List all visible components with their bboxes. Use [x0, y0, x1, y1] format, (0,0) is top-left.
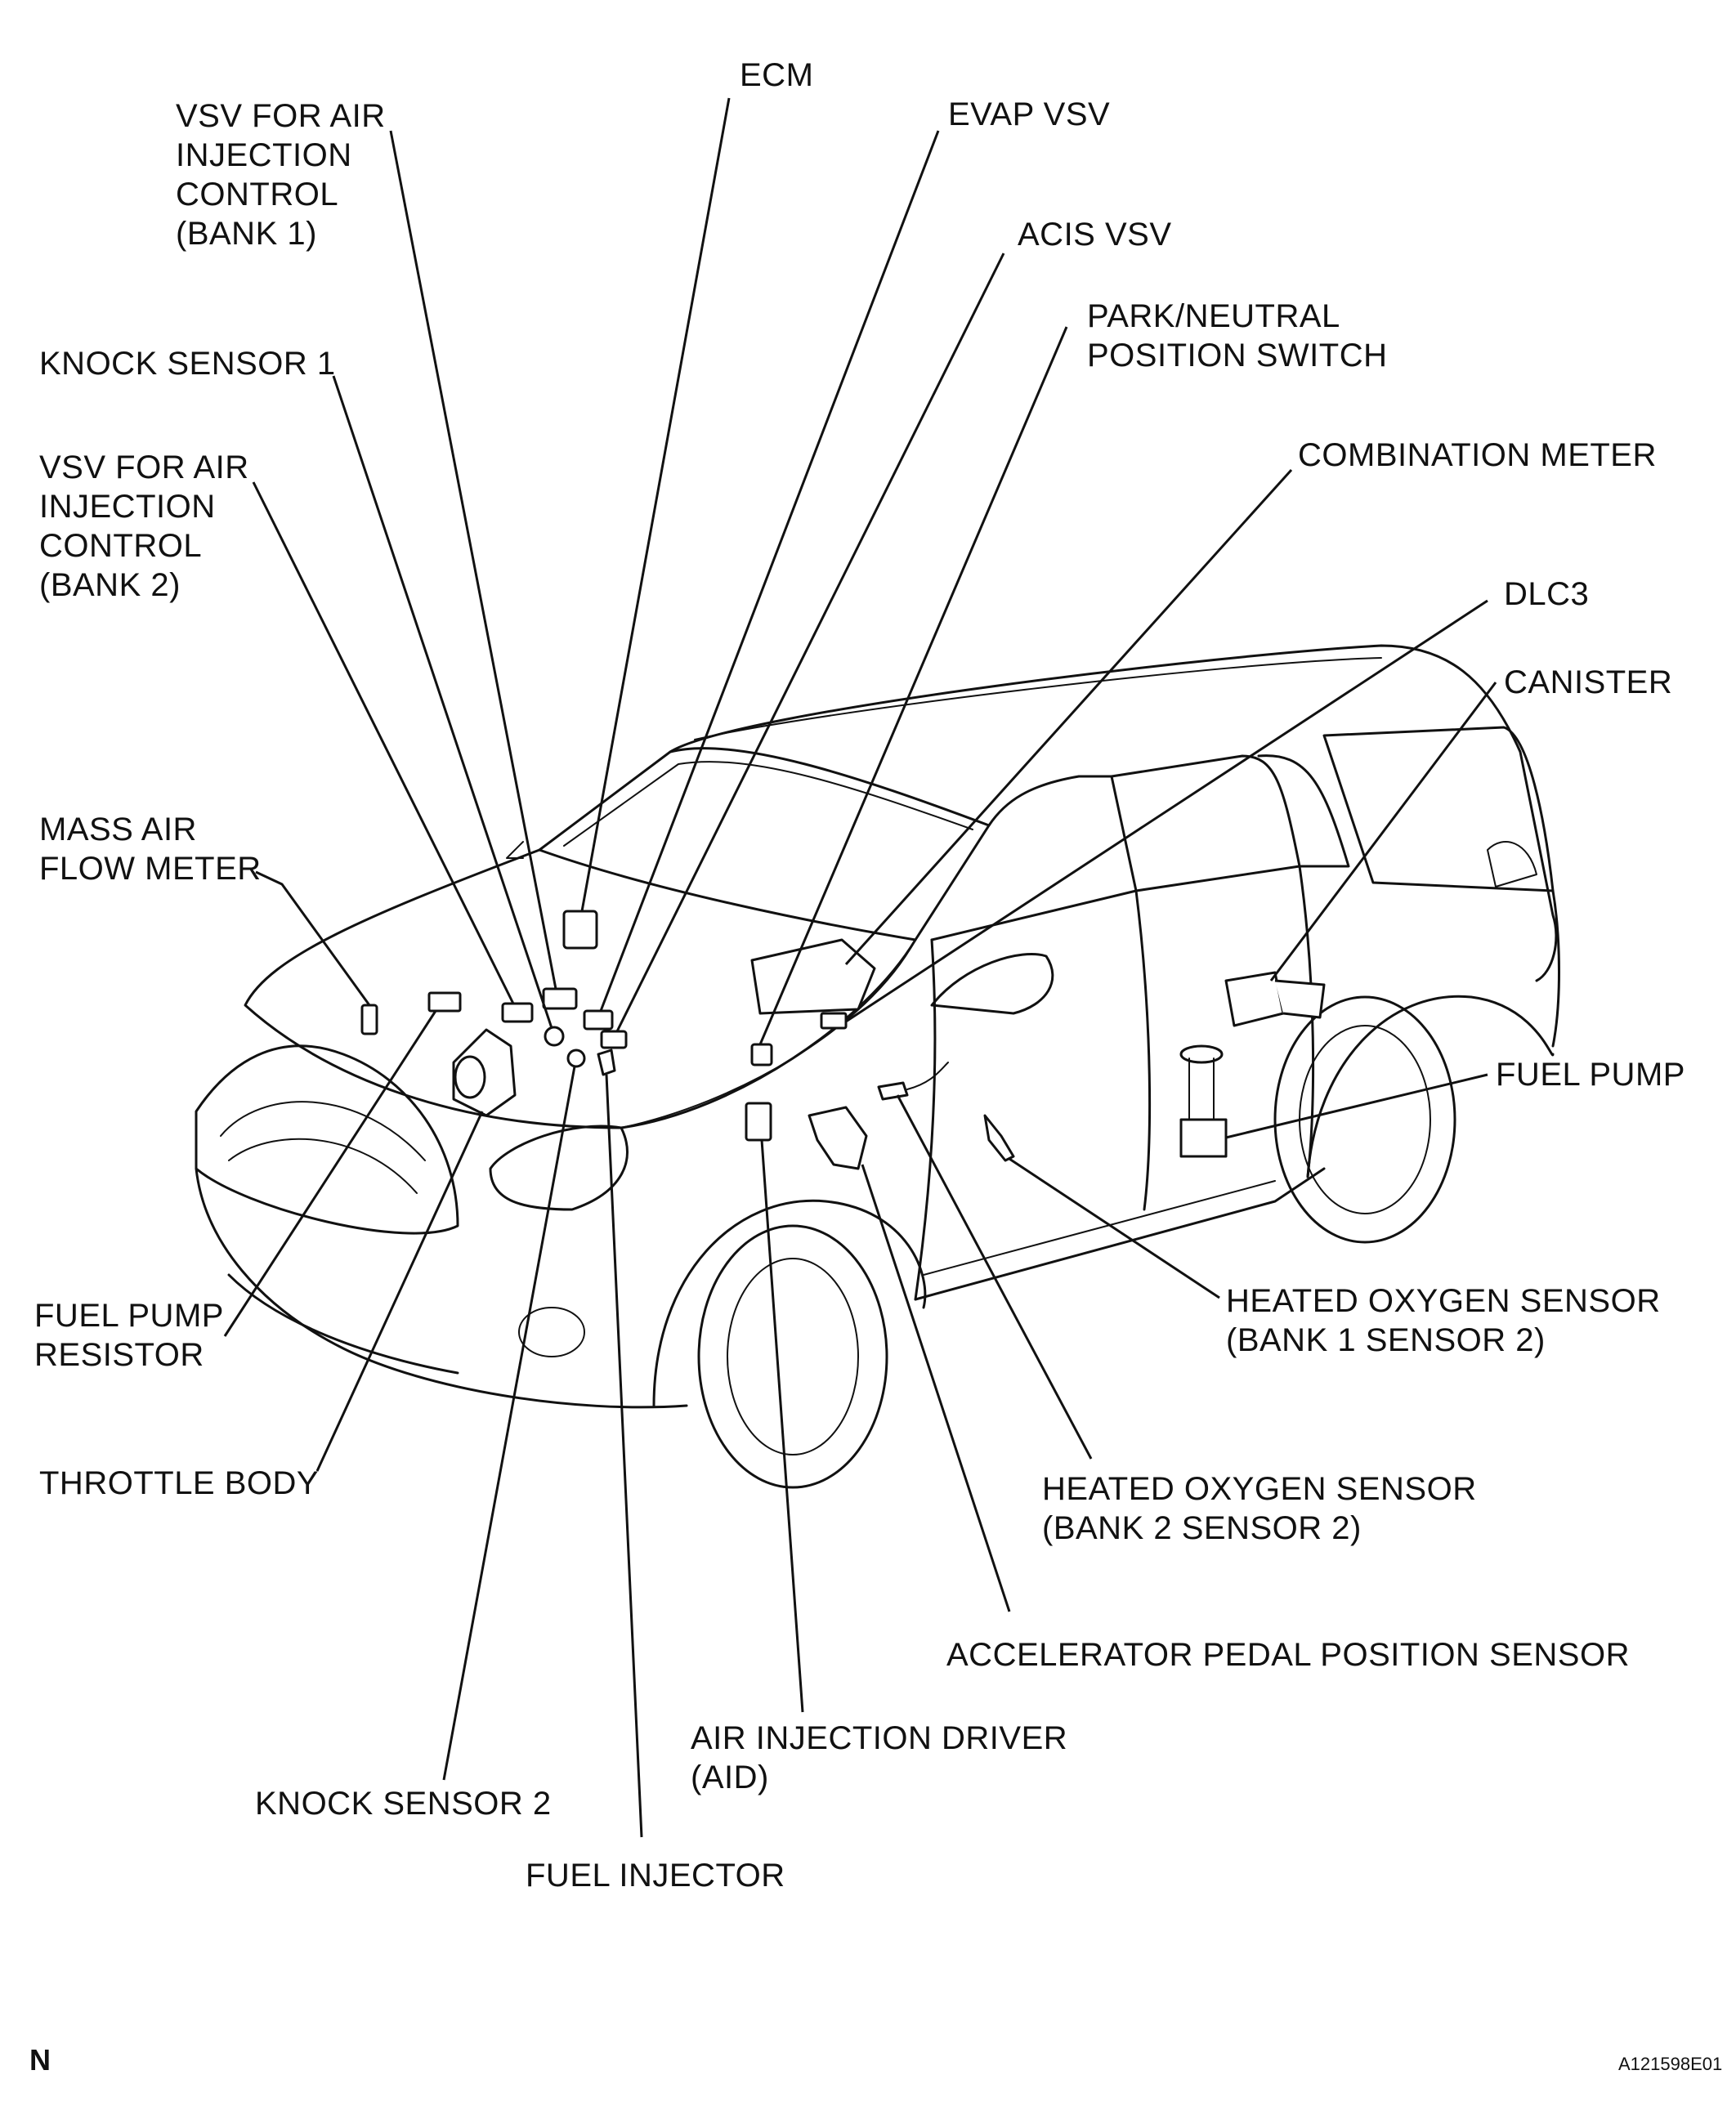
pnp-switch-component — [750, 1043, 773, 1066]
leader-pnp-switch — [758, 326, 1068, 1045]
aid-component — [745, 1102, 772, 1142]
fuel-pump-component — [1179, 1118, 1228, 1158]
label-air-injection-driver: AIR INJECTION DRIVER (AID) — [691, 1720, 1077, 1795]
figure-id: A121598E01 — [1618, 2054, 1722, 2074]
label-park-neutral-switch: PARK/NEUTRAL POSITION SWITCH — [1087, 298, 1388, 373]
label-evap-vsv: EVAP VSV — [948, 96, 1110, 132]
leader-evap-vsv — [599, 130, 940, 1012]
leader-aid — [760, 1139, 804, 1713]
leader-lines — [223, 97, 1497, 1838]
label-heated-o2-b2s2: HEATED OXYGEN SENSOR (BANK 2 SENSOR 2) — [1042, 1471, 1486, 1546]
leader-fuel-injector — [605, 1074, 643, 1838]
label-dlc3: DLC3 — [1504, 576, 1589, 612]
label-heated-o2-b1s2: HEATED OXYGEN SENSOR (BANK 1 SENSOR 2) — [1226, 1283, 1670, 1358]
leader-vsv-bank2 — [252, 481, 515, 1004]
label-vsv-air-injection-bank1: VSV FOR AIR INJECTION CONTROL (BANK 1) — [176, 98, 395, 252]
leader-accelerator-pedal — [861, 1164, 1011, 1612]
component-labels: ECM VSV FOR AIR INJECTION CONTROL (BANK … — [34, 57, 1685, 1894]
o2-b2s2-component — [877, 1081, 909, 1101]
label-acis-vsv: ACIS VSV — [1018, 217, 1172, 253]
o2-b1s2-component — [983, 1114, 1015, 1162]
dlc3-component — [820, 1012, 848, 1030]
evap-vsv-component — [583, 1009, 614, 1031]
label-knock-sensor-1: KNOCK SENSOR 1 — [39, 346, 336, 382]
fuel-pump-resistor-component — [427, 991, 462, 1013]
label-mass-air-flow-meter: MASS AIR FLOW METER — [39, 812, 262, 887]
vehicle-components — [360, 910, 1326, 1170]
leader-fuel-pump — [1225, 1073, 1488, 1139]
label-ecm: ECM — [740, 57, 813, 93]
leader-dlc3 — [845, 599, 1488, 1023]
leader-ecm — [580, 97, 731, 912]
label-knock-sensor-2: KNOCK SENSOR 2 — [255, 1786, 552, 1822]
ecm-component — [562, 910, 598, 950]
canister-component — [1224, 971, 1285, 1027]
leader-o2-b1s2 — [1009, 1157, 1220, 1299]
leader-acis-vsv — [615, 253, 1005, 1032]
leader-throttle-body — [315, 1111, 484, 1472]
leader-o2-b2s2 — [896, 1094, 1093, 1460]
label-canister: CANISTER — [1504, 664, 1672, 700]
leader-maf — [255, 870, 371, 1006]
maf-component — [360, 1004, 378, 1035]
label-combination-meter: COMBINATION METER — [1298, 437, 1657, 473]
label-fuel-injector: FUEL INJECTOR — [526, 1858, 785, 1894]
leader-canister — [1269, 682, 1497, 981]
leader-vsv-bank1 — [389, 130, 557, 990]
accelerator-pedal-component — [808, 1106, 868, 1170]
fuel-injector-component — [597, 1049, 616, 1076]
label-fuel-pump-resistor: FUEL PUMP RESISTOR — [34, 1298, 233, 1373]
leader-knock-sensor-1 — [332, 375, 553, 1029]
label-accelerator-pedal-sensor: ACCELERATOR PEDAL POSITION SENSOR — [946, 1637, 1630, 1673]
label-vsv-air-injection-bank2: VSV FOR AIR INJECTION CONTROL (BANK 2) — [39, 449, 258, 603]
knock-sensor-2-component — [566, 1049, 586, 1068]
leader-knock-sensor-2 — [442, 1066, 576, 1781]
label-fuel-pump: FUEL PUMP — [1496, 1057, 1685, 1093]
leader-combination-meter — [844, 468, 1293, 966]
acis-vsv-component — [600, 1030, 628, 1049]
label-throttle-body: THROTTLE BODY — [39, 1465, 319, 1501]
vsv-bank2-component — [501, 1002, 534, 1023]
leader-fuel-pump-resistor — [223, 1010, 437, 1337]
vsv-bank1-component — [542, 987, 578, 1010]
combination-meter-component — [750, 938, 876, 1015]
knock-sensor-1-component — [544, 1026, 565, 1047]
orientation-mark: N — [29, 2043, 51, 2077]
